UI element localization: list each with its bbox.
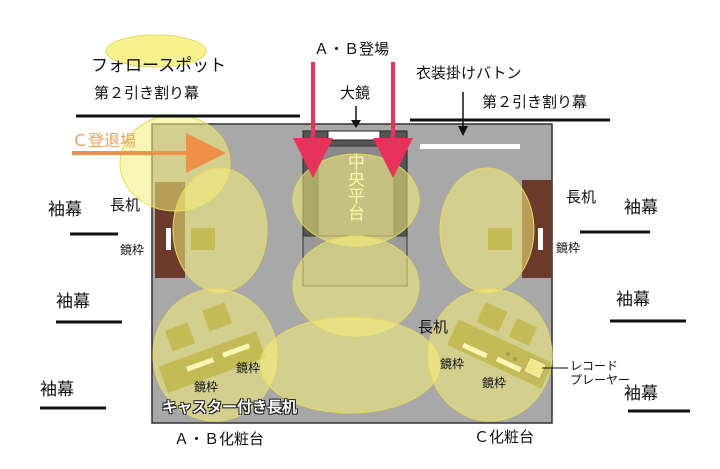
label-desk-lower-right: 長机 [418, 318, 449, 336]
label-record-player-1: レコード [570, 359, 619, 373]
label-c-entrance: Ｃ登退場 [72, 131, 137, 150]
label-record-player-2: プレーヤー [570, 373, 631, 387]
label-mirror-frame-ab-2: 鏡枠 [236, 361, 261, 375]
mirror-pointer-head [351, 120, 361, 128]
spotlight-left-desk [172, 167, 268, 293]
mirror-left [166, 228, 171, 250]
label-curtain2-right: 第２引き割り幕 [482, 93, 588, 111]
label-sode-left-2: 袖幕 [56, 292, 90, 312]
big-mirror-bar [327, 130, 381, 141]
spotlight-c-makeup [427, 288, 553, 422]
costume-batten-bar [420, 144, 520, 149]
mirror-right [538, 228, 543, 250]
label-c-makeup: Ｃ化粧台 [474, 428, 535, 446]
label-sode-left-1: 袖幕 [48, 200, 82, 220]
label-caster-desk: キャスター付き長机 [162, 398, 298, 416]
label-mirror-frame-c-2: 鏡枠 [482, 376, 507, 390]
spotlight-right-desk [439, 167, 535, 293]
spotlight-follow [105, 34, 207, 68]
label-sode-left-3: 袖幕 [40, 380, 74, 400]
label-mirror-frame-left: 鏡枠 [120, 243, 145, 257]
label-mirror-frame-right: 鏡枠 [556, 241, 581, 255]
label-ab-entrance: Ａ・Ｂ登場 [314, 40, 390, 58]
label-mirror-frame-ab: 鏡枠 [194, 380, 219, 394]
batten-pointer-head [458, 126, 468, 136]
label-costume-batten: 衣装掛けバトン [416, 64, 522, 82]
label-desk-right: 長机 [566, 188, 597, 206]
center-platform-text: 中央平台 [344, 153, 364, 221]
label-sode-right-3: 袖幕 [624, 384, 658, 404]
label-ab-makeup: Ａ・Ｂ化粧台 [174, 430, 265, 448]
label-center-platform: 中央平台 [344, 153, 364, 221]
label-sode-right-2: 袖幕 [616, 290, 650, 310]
label-follow-spot: フォロースポット [91, 56, 227, 76]
label-big-mirror: 大鏡 [340, 84, 371, 102]
label-desk-left: 長机 [110, 196, 141, 214]
label-curtain2-left: 第２引き割り幕 [94, 84, 200, 102]
label-mirror-frame-c: 鏡枠 [440, 357, 465, 371]
label-sode-right-1: 袖幕 [624, 198, 658, 218]
